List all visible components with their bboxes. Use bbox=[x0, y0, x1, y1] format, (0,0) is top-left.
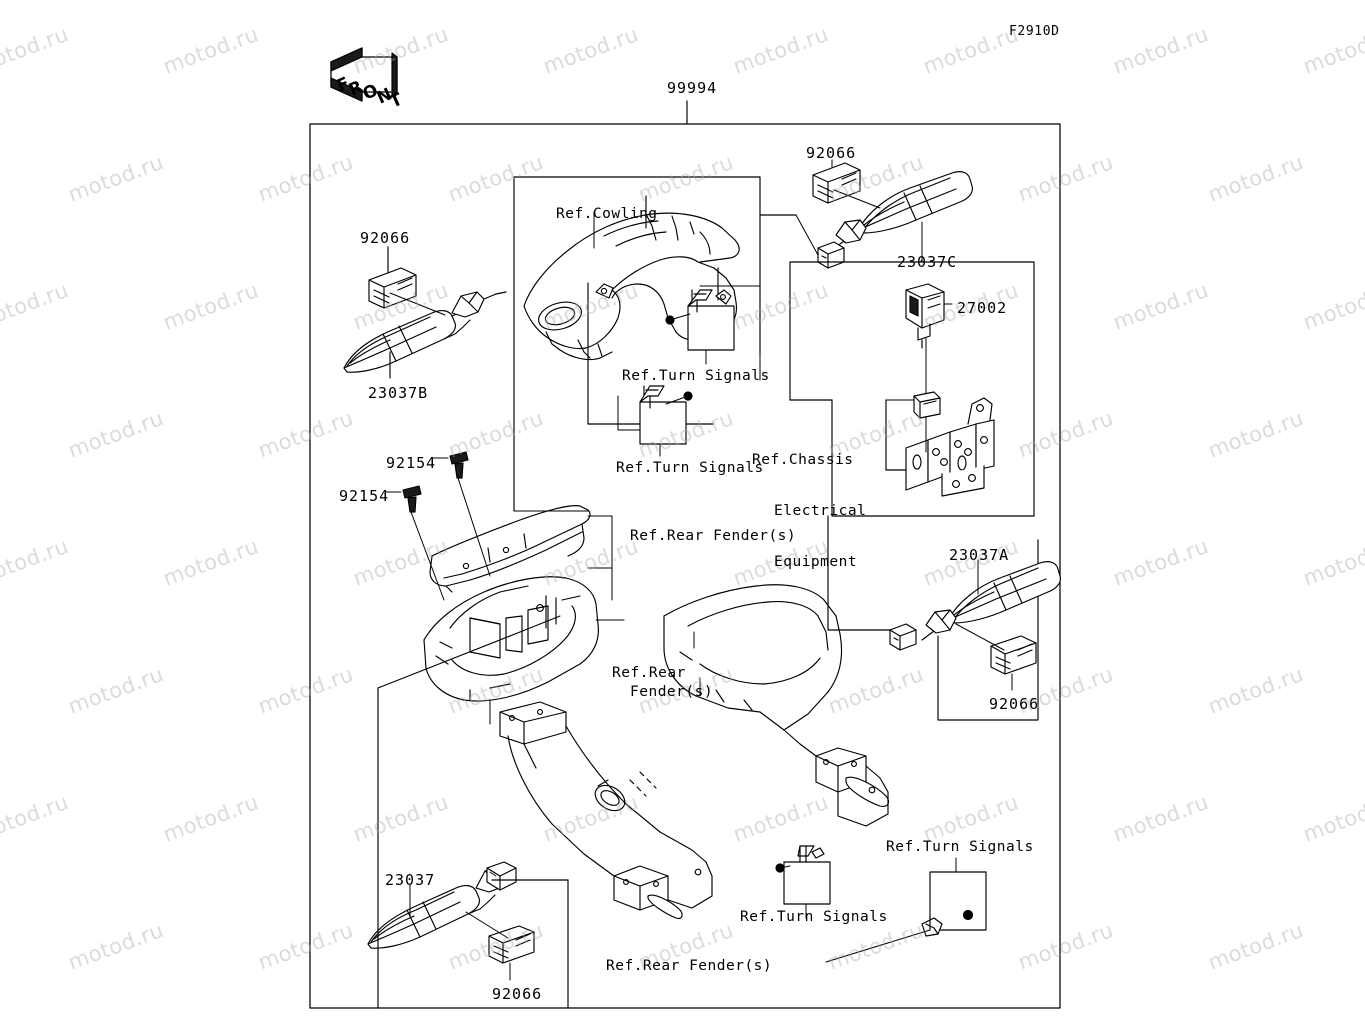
part-number-label: 23037A bbox=[949, 546, 1010, 564]
chassis-bracket bbox=[885, 391, 995, 497]
ref-turn-signals-bracket-2 bbox=[617, 385, 693, 457]
group-box-lower-left bbox=[377, 631, 569, 1009]
reference-label: Ref.Rear Fender(s) bbox=[630, 528, 797, 544]
ref-chassis-electrical-equipment-label: Ref.Chassis Electrical Equipment bbox=[752, 418, 866, 605]
front-arrow-icon: F R O N T bbox=[330, 47, 406, 113]
group-box-lower-right bbox=[827, 515, 1039, 721]
ref-chassis-line3: Equipment bbox=[774, 554, 858, 570]
ref-chassis-line1: Ref.Chassis bbox=[752, 452, 854, 468]
ref-turn-signals-bracket-1 bbox=[665, 289, 735, 365]
reference-label: Ref.Rear bbox=[612, 665, 686, 681]
part-number-label: 23037C bbox=[897, 253, 958, 271]
reference-label: Ref.Cowling bbox=[556, 206, 658, 222]
part-number-label: 92066 bbox=[360, 229, 411, 247]
part-number-label: 23037B bbox=[368, 384, 429, 402]
rear-fender-cover bbox=[429, 505, 613, 593]
part-number-label: 27002 bbox=[957, 299, 1008, 317]
screw-92154-b bbox=[384, 485, 445, 601]
diagram-frame bbox=[309, 100, 1061, 1009]
reference-label: Ref.Turn Signals bbox=[622, 368, 770, 384]
cowling-assembly bbox=[523, 211, 761, 361]
part-number-label: 92066 bbox=[989, 695, 1040, 713]
ref-chassis-line2: Electrical bbox=[774, 503, 867, 519]
ref-turn-signals-bracket-4 bbox=[825, 857, 987, 963]
frame-part-number-label: 99994 bbox=[667, 79, 718, 97]
reference-label: Ref.Turn Signals bbox=[886, 839, 1034, 855]
reference-label: Ref.Turn Signals bbox=[616, 460, 764, 476]
reference-label: Ref.Rear Fender(s) bbox=[606, 958, 773, 974]
group-box-chassis bbox=[789, 261, 1035, 517]
turn-signal-23037C bbox=[795, 159, 973, 269]
screw-92154-a bbox=[431, 451, 491, 577]
part-number-label: 92066 bbox=[492, 985, 543, 1003]
group-box-cowling bbox=[513, 176, 761, 512]
part-number-label: 92154 bbox=[386, 454, 437, 472]
part-number-label: 92066 bbox=[806, 144, 857, 162]
reference-label-line2: Fender(s) bbox=[630, 684, 714, 700]
part-number-label: 92154 bbox=[339, 487, 390, 505]
license-plate-bracket bbox=[499, 701, 713, 920]
turn-signal-23037A bbox=[889, 559, 1061, 691]
ref-turn-signals-bracket-3 bbox=[775, 845, 831, 919]
rear-fender-body bbox=[423, 576, 625, 725]
reference-label: Ref.Turn Signals bbox=[740, 909, 888, 925]
diagram-code-label: F2910D bbox=[1009, 24, 1060, 39]
turn-signal-23037B bbox=[343, 246, 507, 379]
rear-fender-arm-right bbox=[663, 584, 889, 827]
part-number-label: 23037 bbox=[385, 871, 436, 889]
relay-27002 bbox=[905, 283, 953, 421]
